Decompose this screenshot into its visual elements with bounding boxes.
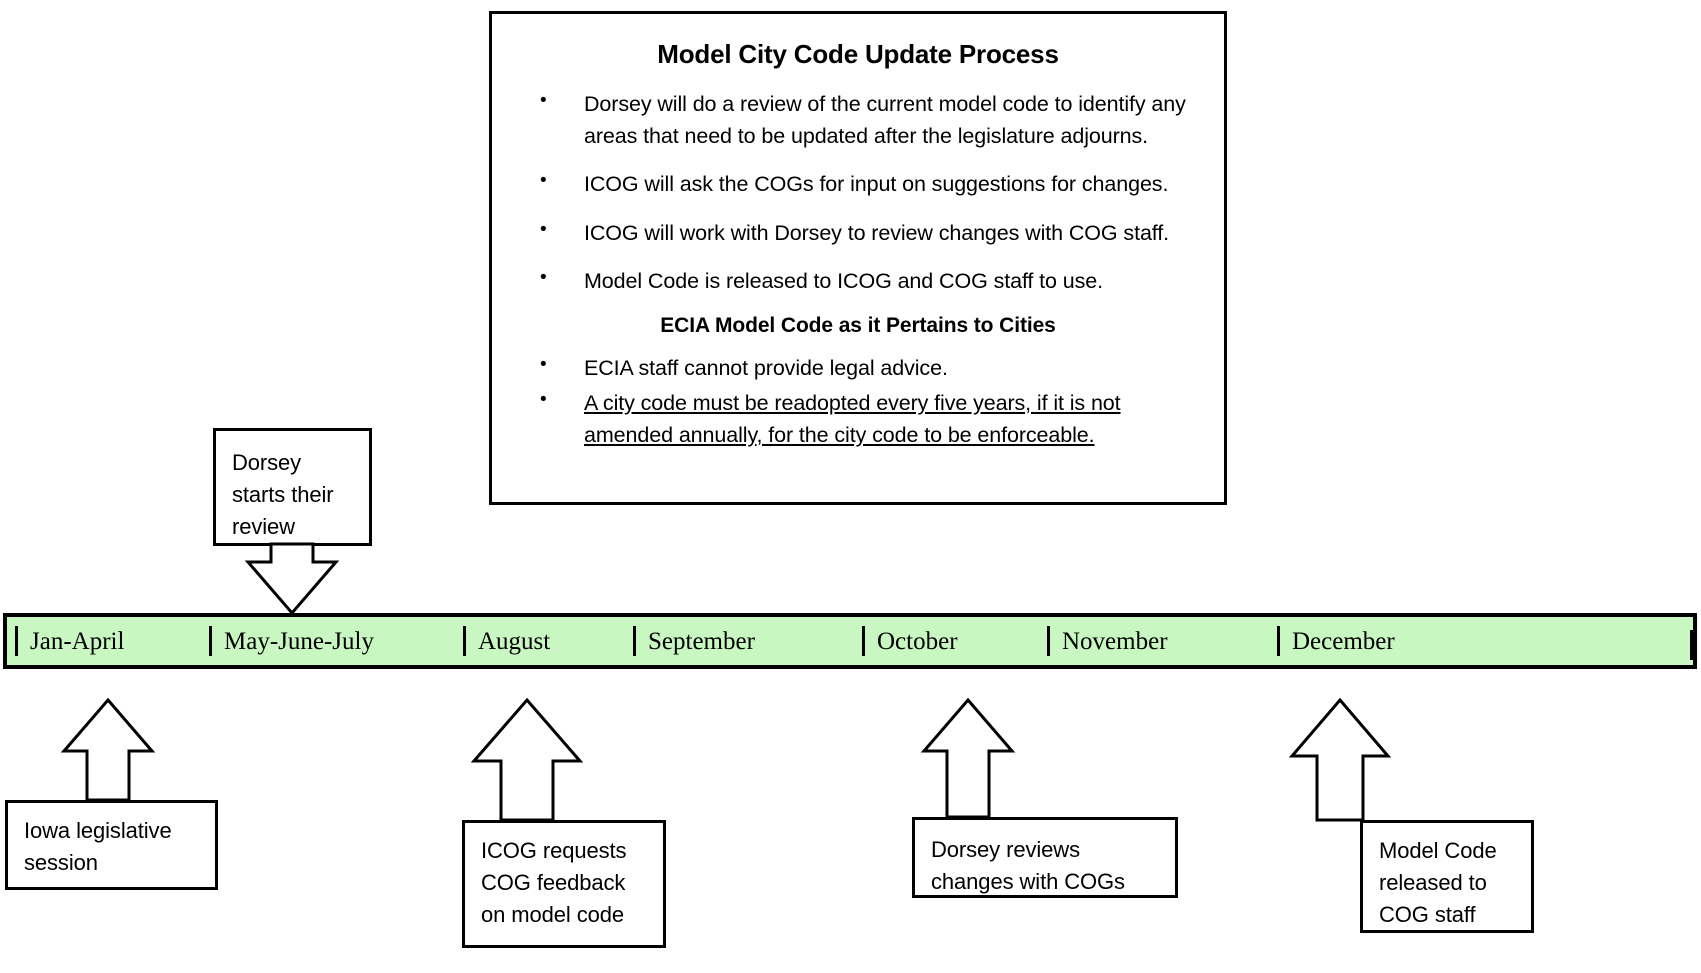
up-arrow-icon: [920, 697, 1016, 819]
tick-icon: [633, 626, 636, 656]
tick-icon: [1047, 626, 1050, 656]
callout-text: Iowa legislative session: [24, 818, 172, 875]
timeline-segment-december: December: [1277, 617, 1395, 665]
timeline-segment-label: May-June-July: [224, 627, 374, 655]
callout-dorsey-starts-review: Dorsey starts their review: [213, 428, 372, 546]
timeline-segment-may-june-july: May-June-July: [209, 617, 374, 665]
callout-dorsey-reviews-changes: Dorsey reviews changes with COGs: [912, 817, 1178, 898]
list-item: Dorsey will do a review of the current m…: [518, 87, 1198, 153]
timeline-segment-september: September: [633, 617, 755, 665]
process-bullet-list: Dorsey will do a review of the current m…: [518, 87, 1198, 297]
timeline-segment-october: October: [862, 617, 958, 665]
tick-icon: [463, 626, 466, 656]
callout-text: Model Code released to COG staff: [1379, 838, 1497, 927]
list-item: Model Code is released to ICOG and COG s…: [518, 264, 1198, 297]
model-code-process-panel: Model City Code Update Process Dorsey wi…: [489, 11, 1227, 505]
up-arrow-icon: [470, 697, 584, 822]
down-arrow-icon: [244, 542, 340, 616]
timeline-segment-label: November: [1062, 627, 1168, 655]
callout-text: Dorsey reviews changes with COGs: [931, 837, 1125, 894]
list-item: ICOG will work with Dorsey to review cha…: [518, 216, 1198, 249]
timeline-segment-label: December: [1292, 627, 1395, 655]
timeline-segment-jan-april: Jan-April: [15, 617, 124, 665]
tick-icon: [1277, 626, 1280, 656]
timeline-segment-november: November: [1047, 617, 1168, 665]
callout-text: Dorsey starts their review: [232, 450, 334, 539]
tick-icon: [1690, 630, 1693, 660]
callout-icog-requests-feedback: ICOG requests COG feedback on model code: [462, 820, 666, 948]
panel-title: Model City Code Update Process: [657, 39, 1059, 69]
tick-icon: [209, 626, 212, 656]
tick-icon: [862, 626, 865, 656]
up-arrow-icon: [1288, 697, 1392, 822]
up-arrow-icon: [60, 697, 156, 802]
timeline-bar: Jan-April May-June-July August September…: [3, 613, 1697, 669]
list-item: ICOG will ask the COGs for input on sugg…: [518, 167, 1198, 200]
timeline-segment-label: Jan-April: [30, 627, 125, 655]
list-item: A city code must be readopted every five…: [518, 386, 1198, 452]
timeline-segment-august: August: [463, 617, 550, 665]
callout-model-code-released: Model Code released to COG staff: [1360, 820, 1534, 933]
list-item: ECIA staff cannot provide legal advice.: [518, 351, 1198, 384]
ecia-bullet-list: ECIA staff cannot provide legal advice. …: [518, 351, 1198, 452]
tick-icon: [15, 626, 18, 656]
callout-iowa-legislative-session: Iowa legislative session: [5, 800, 218, 890]
panel-subtitle: ECIA Model Code as it Pertains to Cities: [660, 314, 1056, 338]
timeline-segment-label: October: [877, 627, 958, 655]
callout-text: ICOG requests COG feedback on model code: [481, 838, 627, 927]
timeline-segment-label: August: [478, 627, 551, 655]
timeline-segment-label: September: [648, 627, 755, 655]
